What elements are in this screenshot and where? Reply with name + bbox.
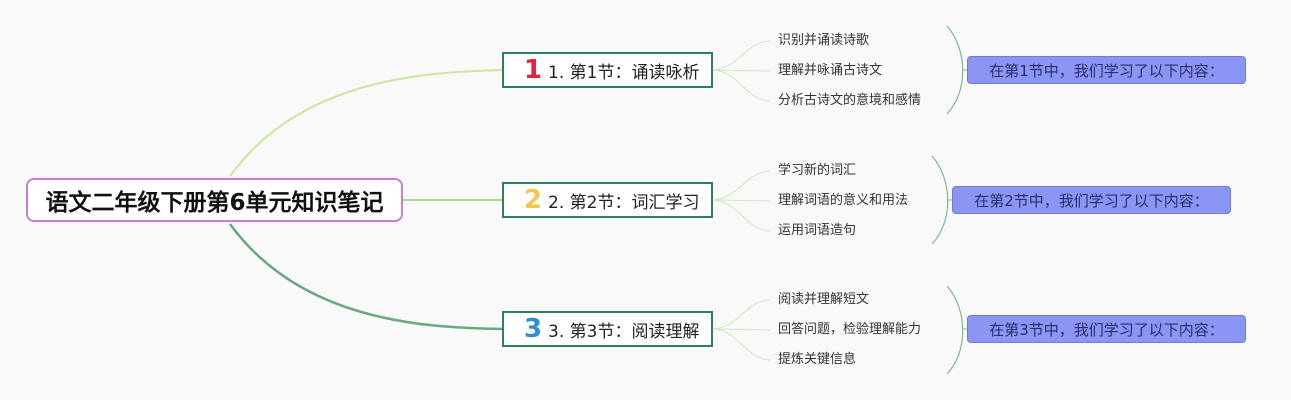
root-topic[interactable]: 语文二年级下册第6单元知识笔记 <box>26 178 403 222</box>
section-title: 3. 第3节：阅读理解 <box>548 321 700 342</box>
root-title: 语文二年级下册第6单元知识笔记 <box>45 190 384 216</box>
section-title: 1. 第1节：诵读咏析 <box>548 62 700 83</box>
subtopic-item[interactable]: 分析古诗文的意境和感情 <box>778 93 922 108</box>
number-1-icon: 1 <box>523 55 543 85</box>
leaf-connector <box>712 299 771 330</box>
subtopic-item[interactable]: 学习新的词汇 <box>778 163 857 178</box>
subtopic-item[interactable]: 理解并咏诵古诗文 <box>778 63 883 78</box>
summary-topic-2[interactable]: 在第2节中，我们学习了以下内容： <box>952 186 1231 214</box>
section-title: 2. 第2节：词汇学习 <box>548 192 700 213</box>
subtopic-item[interactable]: 识别并诵读诗歌 <box>778 33 870 48</box>
section-topic-1[interactable]: 1 1. 第1节：诵读咏析 <box>502 52 713 88</box>
leaf-connector <box>712 328 771 331</box>
summary-topic-1[interactable]: 在第1节中，我们学习了以下内容： <box>967 56 1246 84</box>
subtopic-item[interactable]: 回答问题，检验理解能力 <box>778 322 922 337</box>
leaf-connector <box>712 328 771 361</box>
section-topic-3[interactable]: 3 3. 第3节：阅读理解 <box>502 311 713 347</box>
summary-bracket <box>946 285 964 375</box>
subtopic-item[interactable]: 理解词语的意义和用法 <box>778 193 909 208</box>
branch-connector-1 <box>229 69 505 177</box>
leaf-connector <box>712 199 771 202</box>
leaf-connector <box>712 199 771 232</box>
leaf-connector <box>712 69 771 102</box>
leaf-connector <box>712 170 771 201</box>
leaf-connector <box>712 40 771 71</box>
section-topic-2[interactable]: 2 2. 第2节：词汇学习 <box>502 182 713 218</box>
number-2-icon: 2 <box>523 185 543 215</box>
branch-connector-3 <box>228 223 505 331</box>
number-3-icon: 3 <box>523 314 543 344</box>
summary-topic-3[interactable]: 在第3节中，我们学习了以下内容： <box>967 315 1246 343</box>
summary-bracket <box>946 25 964 115</box>
leaf-connector <box>712 69 771 72</box>
subtopic-item[interactable]: 阅读并理解短文 <box>778 292 870 307</box>
subtopic-item[interactable]: 运用词语造句 <box>778 223 857 238</box>
summary-bracket <box>931 155 949 245</box>
subtopic-item[interactable]: 提炼关键信息 <box>778 352 857 367</box>
